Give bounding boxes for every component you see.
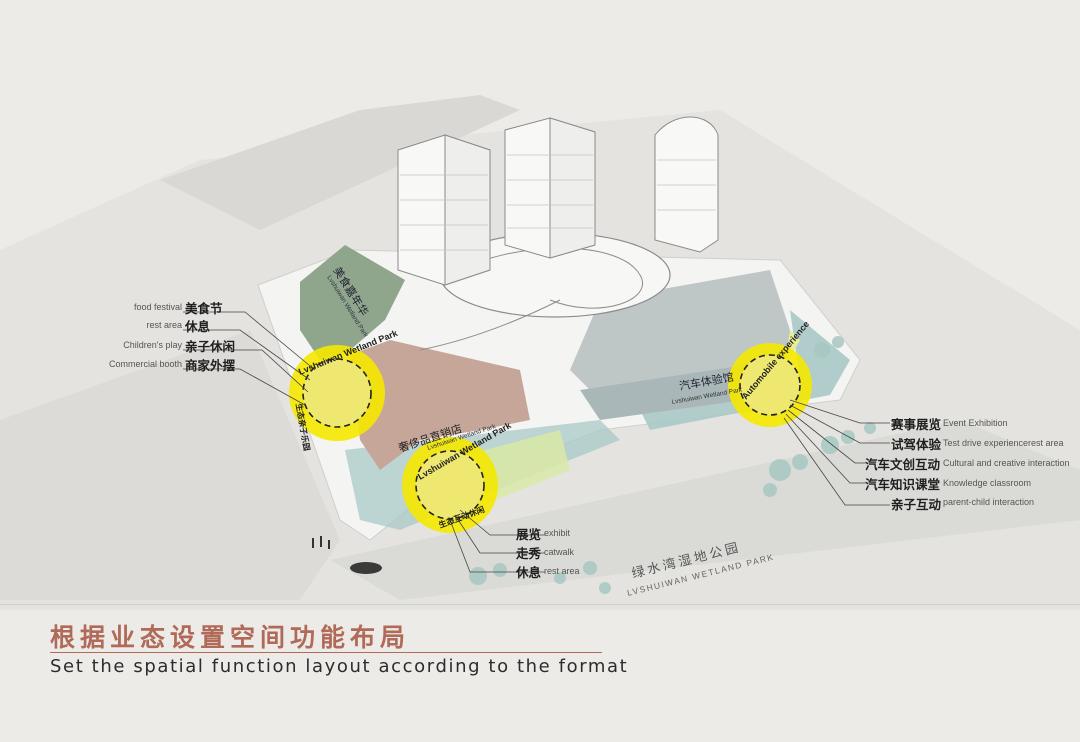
callout-event-exhibition-cn: 赛事展览	[891, 417, 942, 432]
caption-top-divider	[0, 604, 1080, 605]
trees-bottom	[469, 561, 611, 594]
callout-food-festival-cn: 美食节	[185, 301, 223, 316]
callout-test-drive-cn: 试驾体验	[891, 437, 942, 452]
food-carnival-zone	[300, 245, 405, 360]
leader-lines-bottom	[449, 509, 545, 573]
callout-commercial-booth-cn: 商家外摆	[185, 358, 236, 373]
street-lower	[330, 420, 1080, 600]
callout-test-drive-en: Test drive experiencerest area	[943, 438, 1064, 448]
car-icon	[350, 562, 382, 574]
callout-catwalk-en: catwalk	[544, 547, 575, 557]
leader-lines-right	[783, 399, 890, 506]
tower-left	[397, 134, 491, 286]
luxury-outlet-zone	[350, 340, 530, 470]
callout-parent-child-en: parent-child interaction	[943, 497, 1035, 507]
tower-floor-lines	[400, 154, 716, 251]
callout-catwalk-cn: 走秀	[516, 546, 542, 561]
callout-commercial-booth-en: Commercial booth	[108, 359, 182, 369]
callout-knowledge-classroom-cn: 汽车知识课堂	[865, 477, 941, 492]
caption-divider	[50, 652, 602, 653]
caption-title-en: Set the spatial function layout accordin…	[50, 656, 629, 677]
callout-knowledge-classroom-en: Knowledge classroom	[943, 478, 1032, 488]
street	[160, 95, 520, 230]
caption-title-cn: 根据业态设置空间功能布局	[50, 623, 411, 652]
tower-right	[654, 116, 719, 253]
ramp-loop	[419, 247, 643, 351]
street-left	[0, 330, 340, 600]
highlight-ring-bottom	[402, 437, 498, 533]
highlight-ring-right	[728, 343, 812, 427]
callout-rest-area-cn: 休息	[185, 319, 211, 334]
callout-cultural-creative-cn: 汽车文创互动	[865, 457, 941, 472]
callout-rest-area-en: rest area	[146, 320, 182, 330]
callout-childrens-play-cn: 亲子休闲	[185, 339, 236, 354]
callout-rest-area-bottom-cn: 休息	[516, 565, 542, 580]
callout-parent-child-cn: 亲子互动	[891, 497, 942, 512]
trees-right	[763, 336, 876, 497]
leader-lines-left	[183, 311, 316, 406]
callout-event-exhibition-en: Event Exhibition	[943, 418, 1008, 428]
callout-rest-area-bottom-en: rest area	[544, 566, 580, 576]
callout-food-festival-en: food festival	[133, 302, 182, 312]
callout-childrens-play-en: Children's play	[123, 340, 182, 350]
callout-exhibit-cn: 展览	[516, 527, 542, 542]
callout-exhibit-en: exhibit	[544, 528, 571, 538]
pedestrian-icons	[312, 536, 330, 549]
callout-cultural-creative-en: Cultural and creative interaction	[943, 458, 1070, 468]
highlight-ring-left	[289, 345, 385, 441]
tower-middle	[504, 117, 596, 259]
